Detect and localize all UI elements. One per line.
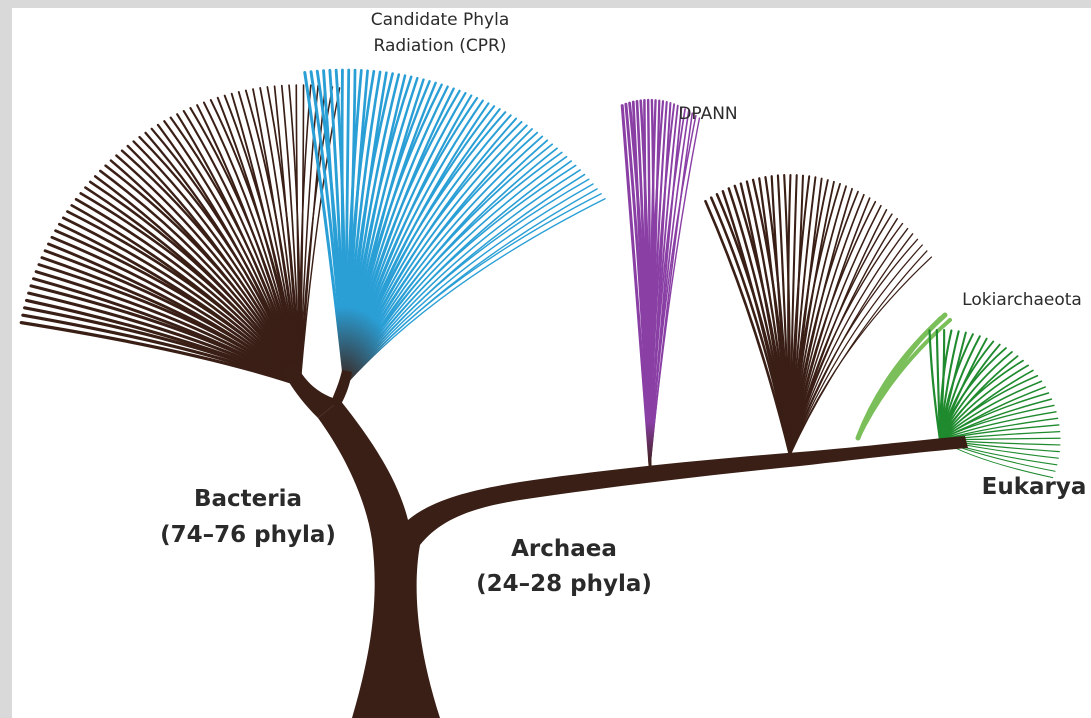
bacteria-label-line2: (74–76 phyla) (160, 522, 336, 548)
archaea-label-line1: Archaea (511, 536, 617, 562)
dpann-label: DPANN (678, 104, 737, 124)
lokiarchaeota-branch (858, 318, 940, 438)
cpr-limb (330, 370, 352, 406)
cpr-branches (305, 70, 605, 385)
bacteria-label-line1: Bacteria (194, 486, 302, 512)
cpr-label-line2: Radiation (CPR) (374, 36, 507, 56)
archaea-label-line2: (24–28 phyla) (476, 571, 652, 597)
eukarya-branches (930, 330, 1060, 478)
bacteria-branches (21, 85, 339, 385)
eukarya-label: Eukarya (982, 474, 1087, 500)
lokiarchaeota-label: Lokiarchaeota (962, 290, 1082, 310)
dpann-branches (622, 100, 699, 465)
tree-trunk (318, 400, 968, 718)
archaea-branches (705, 175, 931, 455)
cpr-label-line1: Candidate Phyla (371, 10, 510, 30)
